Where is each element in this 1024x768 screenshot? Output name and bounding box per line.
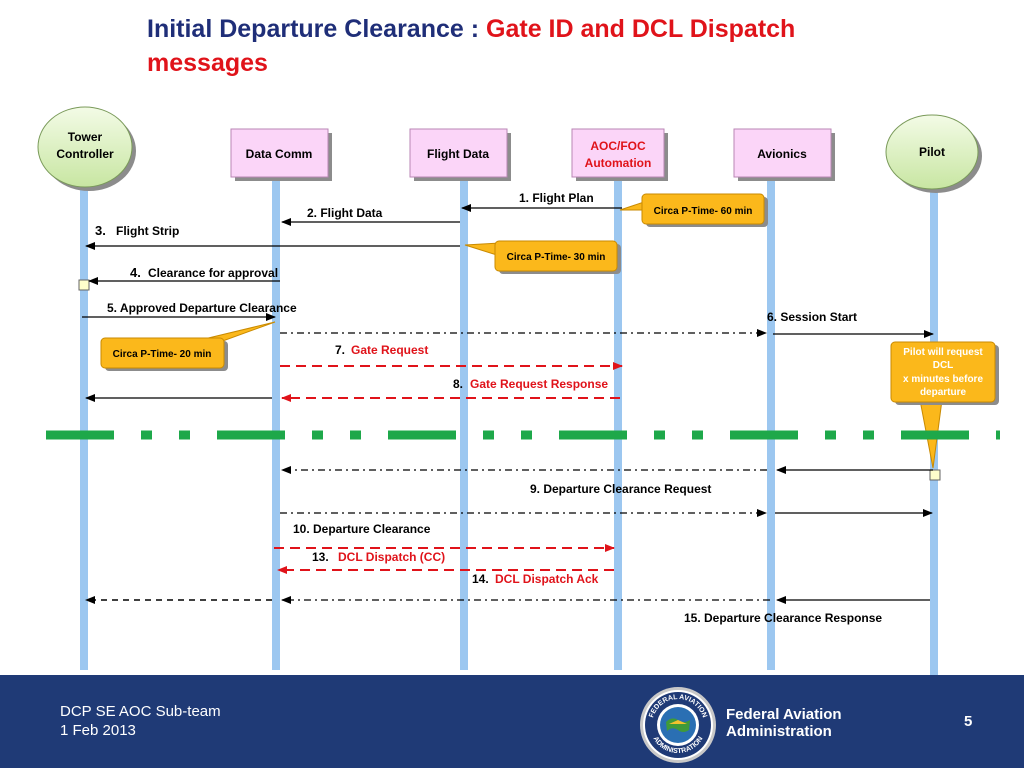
message-10: 10. Departure Clearance (280, 509, 933, 536)
team-name: DCP SE AOC Sub-team (60, 703, 221, 720)
msg-14-label: DCL Dispatch Ack (495, 572, 599, 586)
page-number: 5 (964, 713, 973, 730)
lane-pilot: Pilot (885, 114, 982, 193)
msg-2-label: 2. Flight Data (307, 206, 383, 220)
message-13: 13. DCL Dispatch (CC) (274, 544, 615, 564)
message-6: 6. Session Start (767, 310, 934, 338)
message-1: 1. Flight Plan (461, 191, 622, 212)
marker-tower (78, 279, 90, 291)
msg-7-label: Gate Request (351, 343, 428, 357)
callout-60-text: Circa P-Time- 60 min (654, 206, 753, 217)
callout-20-text: Circa P-Time- 20 min (113, 349, 212, 360)
lifeline-aoc (614, 180, 622, 670)
faa-seal-icon: FEDERAL AVIATION ADMINISTRATION (640, 687, 716, 763)
slide-title: Initial Departure Clearance : Gate ID an… (147, 12, 967, 80)
msg-3-number: 3. (95, 223, 106, 238)
message-7: 7. Gate Request (280, 343, 623, 370)
callout-60min: Circa P-Time- 60 min (619, 193, 768, 227)
title-highlight: Gate ID and DCL Dispatch (486, 15, 796, 43)
pilot-label: Pilot (919, 145, 945, 159)
msg-5-label: 5. Approved Departure Clearance (107, 301, 297, 315)
datacomm-label: Data Comm (246, 147, 313, 161)
callout-pilot-request: Pilot will request DCL x minutes before … (890, 341, 999, 469)
title-highlight-2: messages (147, 49, 268, 77)
pilot-callout-1: Pilot will request (903, 347, 983, 358)
message-15: 15. Departure Clearance Response (85, 596, 930, 625)
callout-20min: Circa P-Time- 20 min (100, 321, 276, 371)
message-2: 2. Flight Data (281, 206, 460, 226)
message-4: 4. Clearance for approval (88, 265, 280, 285)
pilot-callout-2: DCL (933, 360, 954, 371)
aoc-label-2: Automation (585, 156, 652, 170)
message-8: 8. Gate Request Response (281, 377, 620, 402)
callout-30-text: Circa P-Time- 30 min (507, 252, 606, 263)
lane-tower-controller: Tower Controller (37, 106, 136, 191)
msg-15-label: 15. Departure Clearance Response (684, 611, 882, 625)
agency-name: Federal Aviation Administration (726, 706, 842, 740)
msg-14-number: 14. (472, 572, 489, 586)
lifeline-tower (80, 180, 88, 670)
lifeline-flightdata (460, 180, 468, 670)
lane-aoc-foc: AOC/FOC Automation (571, 128, 668, 181)
message-14: 14. DCL Dispatch Ack (277, 566, 614, 586)
msg-4-label: Clearance for approval (148, 266, 278, 280)
lane-avionics: Avionics (733, 128, 835, 181)
tower-label-2: Controller (56, 147, 114, 161)
tower-label-1: Tower (68, 130, 103, 144)
msg-1-label: 1. Flight Plan (519, 191, 594, 205)
msg-10-label: 10. Departure Clearance (293, 522, 431, 536)
msg-8-label: Gate Request Response (470, 377, 608, 391)
lifeline-avionics (767, 180, 775, 670)
msg-13-number: 13. (312, 550, 329, 564)
aoc-label-1: AOC/FOC (590, 139, 646, 153)
pilot-callout-4: departure (920, 387, 967, 398)
lane-data-comm: Data Comm (230, 128, 332, 181)
marker-pilot (929, 469, 941, 481)
footer-bar: DCP SE AOC Sub-team 1 Feb 2013 FEDERAL A… (0, 675, 1024, 768)
msg-4-number: 4. (130, 265, 141, 280)
avionics-label: Avionics (757, 147, 807, 161)
lane-flight-data: Flight Data (409, 128, 511, 181)
msg-6-label: 6. Session Start (767, 310, 857, 324)
sequence-diagram: Tower Controller Data Comm Flight Data A… (37, 106, 1000, 675)
msg-8-number: 8. (453, 377, 463, 391)
footer-date: 1 Feb 2013 (60, 722, 136, 739)
msg-7-number: 7. (335, 343, 345, 357)
flightdata-label: Flight Data (427, 147, 489, 161)
pilot-callout-3: x minutes before (903, 374, 983, 385)
msg-3-label: Flight Strip (116, 224, 179, 238)
msg-13-label: DCL Dispatch (CC) (338, 550, 445, 564)
message-9: 9. Departure Clearance Request (281, 466, 933, 496)
lifeline-datacomm (272, 180, 280, 670)
footer-left-text: DCP SE AOC Sub-team 1 Feb 2013 (60, 702, 221, 740)
agency-line-2: Administration (726, 723, 832, 740)
title-part-1: Initial Departure Clearance : (147, 15, 487, 43)
message-3: 3. Flight Strip (85, 223, 460, 250)
msg-9-label: 9. Departure Clearance Request (530, 482, 711, 496)
callout-30min: Circa P-Time- 30 min (464, 240, 621, 274)
agency-line-1: Federal Aviation (726, 706, 842, 723)
message-5: 5. Approved Departure Clearance (82, 301, 297, 321)
